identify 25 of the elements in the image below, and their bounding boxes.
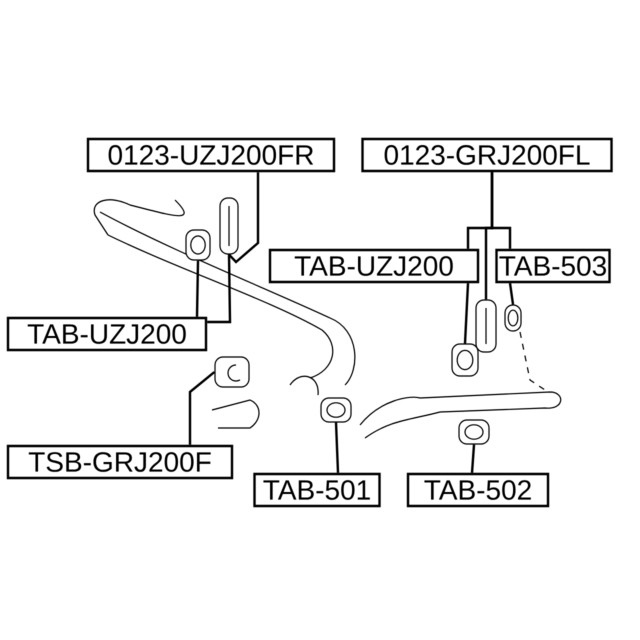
part-number-label: 0123-GRJ200FL — [361, 138, 613, 172]
part-number-label: TAB-503 — [495, 248, 611, 284]
bracket-drawing — [214, 356, 250, 388]
bushing-drawing — [451, 343, 479, 377]
leader-line — [228, 172, 260, 264]
leader-line — [207, 254, 232, 324]
bushing-drawing — [504, 304, 522, 332]
part-number-label: TSB-GRJ200F — [6, 444, 234, 480]
link-drawing — [475, 299, 497, 353]
bushing-drawing — [458, 419, 490, 445]
bushing-drawing — [185, 229, 211, 261]
leader-line — [464, 283, 470, 344]
leader-line — [188, 371, 216, 445]
part-number-label: TAB-501 — [253, 472, 381, 508]
link-drawing — [219, 197, 239, 255]
leader-line — [470, 444, 476, 473]
leader-line — [490, 172, 512, 249]
bushing-drawing — [320, 397, 352, 423]
part-number-label: TAB-502 — [406, 472, 550, 508]
part-number-label: TAB-UZJ200 — [6, 316, 208, 352]
leader-line — [508, 283, 514, 305]
part-number-label: TAB-UZJ200 — [268, 248, 480, 284]
part-number-label: 0123-UZJ200FR — [86, 138, 336, 172]
leader-line — [334, 422, 340, 473]
leader-line — [196, 260, 200, 317]
